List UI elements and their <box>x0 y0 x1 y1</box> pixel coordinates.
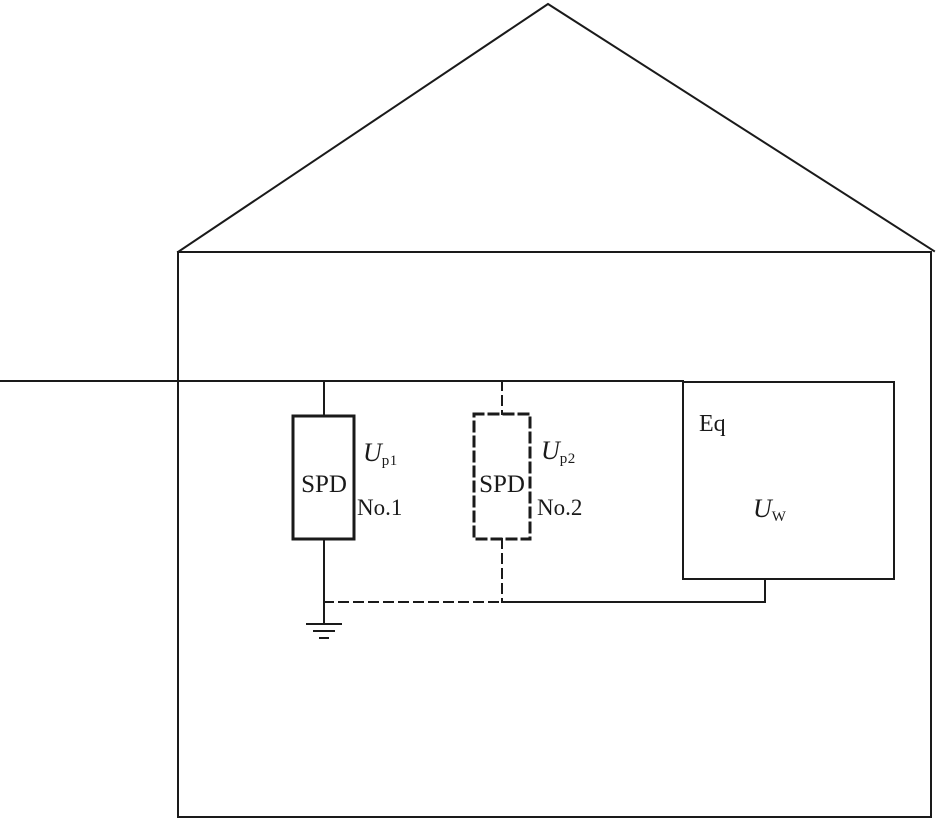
equipment-box <box>682 381 895 580</box>
spd1-voltage-label: Up1 <box>363 438 398 469</box>
spd2-voltage-subscript: p2 <box>559 451 576 467</box>
equipment-label: Eq <box>699 411 726 437</box>
spd2-label: SPD <box>479 471 525 498</box>
spd2-number-label: No.2 <box>537 495 583 520</box>
equipment-voltage-subscript: W <box>771 509 787 525</box>
house-roof <box>176 2 936 254</box>
spd1-number-label: No.1 <box>357 495 403 520</box>
equipment-voltage-label: UW <box>753 494 787 525</box>
spd1-voltage-symbol: U <box>363 438 382 467</box>
spd2-voltage-symbol: U <box>541 436 560 465</box>
spd2-voltage-label: Up2 <box>541 436 576 467</box>
house-body <box>177 251 932 818</box>
bond-solid-line <box>501 578 766 603</box>
spd1-label: SPD <box>301 471 347 498</box>
equipment-voltage-symbol: U <box>753 494 772 523</box>
spd1-voltage-subscript: p1 <box>381 453 398 469</box>
